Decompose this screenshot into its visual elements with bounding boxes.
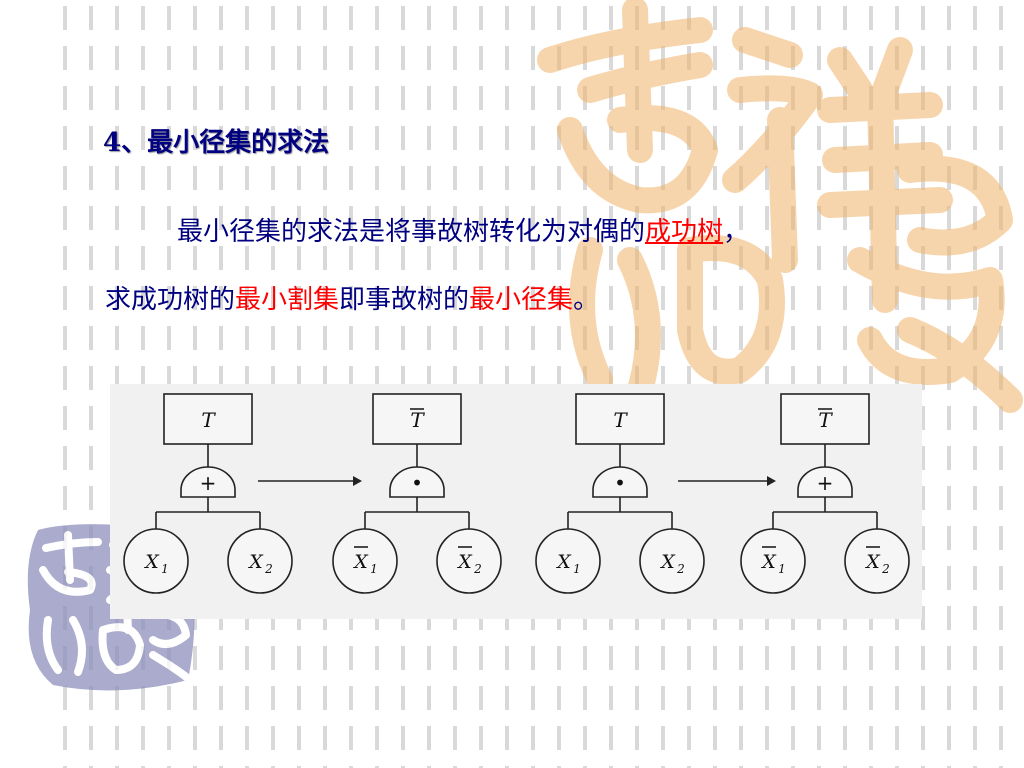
- leaf-event-x1-label: X: [555, 551, 572, 573]
- leaf-event-x1-circle: [535, 528, 601, 594]
- leaf-event-x1-label: X: [760, 551, 777, 573]
- slide-heading: 4、最小径集的求法: [103, 128, 330, 158]
- top-event-box: [372, 393, 462, 445]
- leaf-event-x1-label: X: [352, 551, 369, 573]
- top-event-box: [780, 393, 870, 445]
- leaf-event-x2-circle: [436, 528, 502, 594]
- leaf-event-x1-subscript: 1: [161, 562, 169, 576]
- logic-gate: [592, 466, 648, 498]
- leaf-event-x2-circle: [844, 528, 910, 594]
- leaf-event-x2-label: X: [456, 551, 473, 573]
- paragraph-line-1: 最小径集的求法是将事故树转化为对偶的成功树，: [105, 198, 935, 266]
- text-segment: ，: [723, 217, 750, 247]
- arrow-2: [678, 476, 776, 486]
- text-segment: 最小径集的求法是将事故树转化为对偶的: [177, 217, 646, 247]
- leaf-event-x2-label: X: [247, 551, 264, 573]
- logic-gate: [389, 466, 445, 498]
- logic-gate: [797, 466, 853, 498]
- arrow-1: [258, 476, 362, 486]
- leaf-event-x2-subscript: 2: [264, 562, 273, 576]
- top-event-label: T: [818, 408, 833, 432]
- leaf-event-x2-subscript: 2: [473, 562, 482, 576]
- term-min-path-set: 最小径集: [469, 285, 574, 315]
- top-event-box: [163, 393, 253, 445]
- leaf-event-x1-circle: [740, 528, 806, 594]
- leaf-event-x1-subscript: 1: [370, 562, 378, 576]
- leaf-event-x2-circle: [227, 528, 293, 594]
- logic-gate: [180, 466, 236, 498]
- leaf-event-x2-circle: [639, 528, 705, 594]
- leaf-event-x1-label: X: [143, 551, 160, 573]
- gate-symbol: •: [614, 471, 626, 495]
- leaf-event-x1-circle: [332, 528, 398, 594]
- top-event-label: T: [410, 408, 425, 432]
- text-segment: 求成功树的: [105, 285, 236, 315]
- top-event-label: T: [613, 408, 628, 432]
- leaf-event-x1-circle: [123, 528, 189, 594]
- leaf-event-x1-subscript: 1: [573, 562, 581, 576]
- paragraph-line-2: 求成功树的最小割集即事故树的最小径集。: [105, 266, 935, 334]
- text-segment: 。: [573, 285, 600, 315]
- gate-symbol: +: [817, 471, 834, 495]
- seal-decoration-large: [537, 0, 1023, 413]
- leaf-event-x2-label: X: [659, 551, 676, 573]
- leaf-event-x2-label: X: [864, 551, 881, 573]
- top-event-box: [575, 393, 665, 445]
- term-success-tree: 成功树: [645, 217, 724, 247]
- text-segment: 即事故树的: [339, 285, 470, 315]
- leaf-event-x2-subscript: 2: [676, 562, 685, 576]
- leaf-event-x2-subscript: 2: [881, 562, 890, 576]
- leaf-event-x1-subscript: 1: [778, 562, 786, 576]
- gate-symbol: +: [200, 471, 217, 495]
- term-min-cut-set: 最小割集: [235, 285, 340, 315]
- gate-symbol: •: [411, 471, 423, 495]
- top-event-label: T: [201, 408, 216, 432]
- body-paragraph: 最小径集的求法是将事故树转化为对偶的成功树， 求成功树的最小割集即事故树的最小径…: [105, 198, 935, 334]
